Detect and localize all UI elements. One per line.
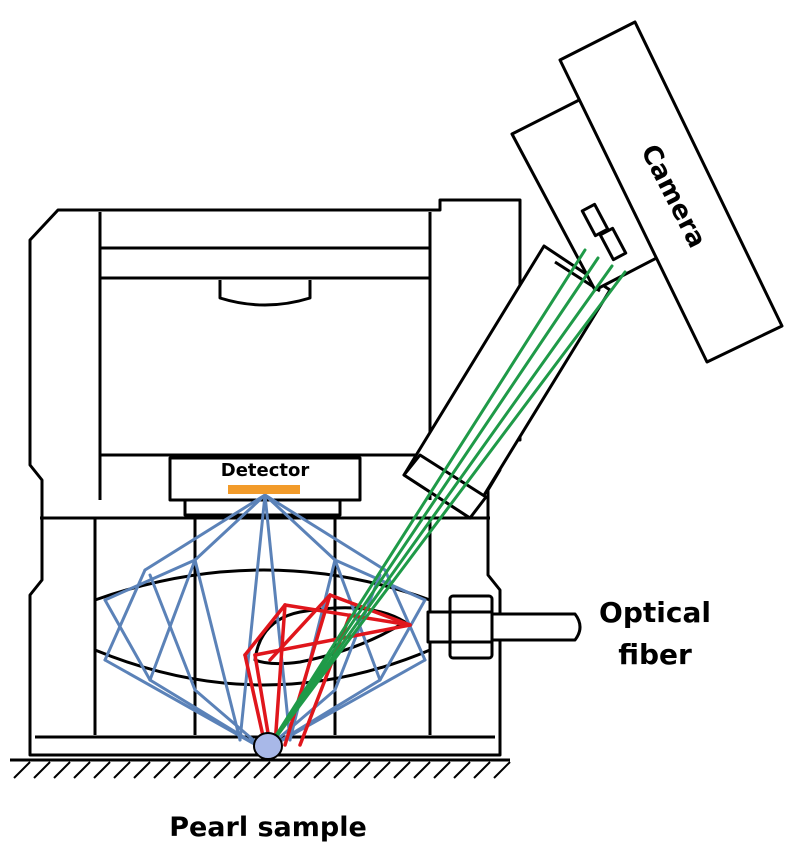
top-lamp [218,280,312,307]
fiber-cable [490,612,582,642]
optical-fiber-connector [426,594,582,660]
sample-stage [10,732,511,779]
housing-outline [28,198,522,757]
detector-label: Detector [221,460,310,481]
upper-lens [94,568,431,602]
pearl-sample-label: Pearl sample [169,812,367,843]
camera-body [558,20,784,364]
green-light-rays [266,248,627,750]
optical-fiber-label-line1: Optical [599,596,711,629]
pearl-sample [253,732,283,760]
sensor-slot-1 [580,202,610,238]
optical-fiber-label-line2: fiber [618,638,692,671]
fiber-ferrule [426,610,452,644]
sensor-slot-2 [598,226,628,262]
detector-element [228,485,300,494]
detector-holder [168,456,362,517]
ground-hatching [13,761,511,779]
fiber-nut [448,594,494,660]
